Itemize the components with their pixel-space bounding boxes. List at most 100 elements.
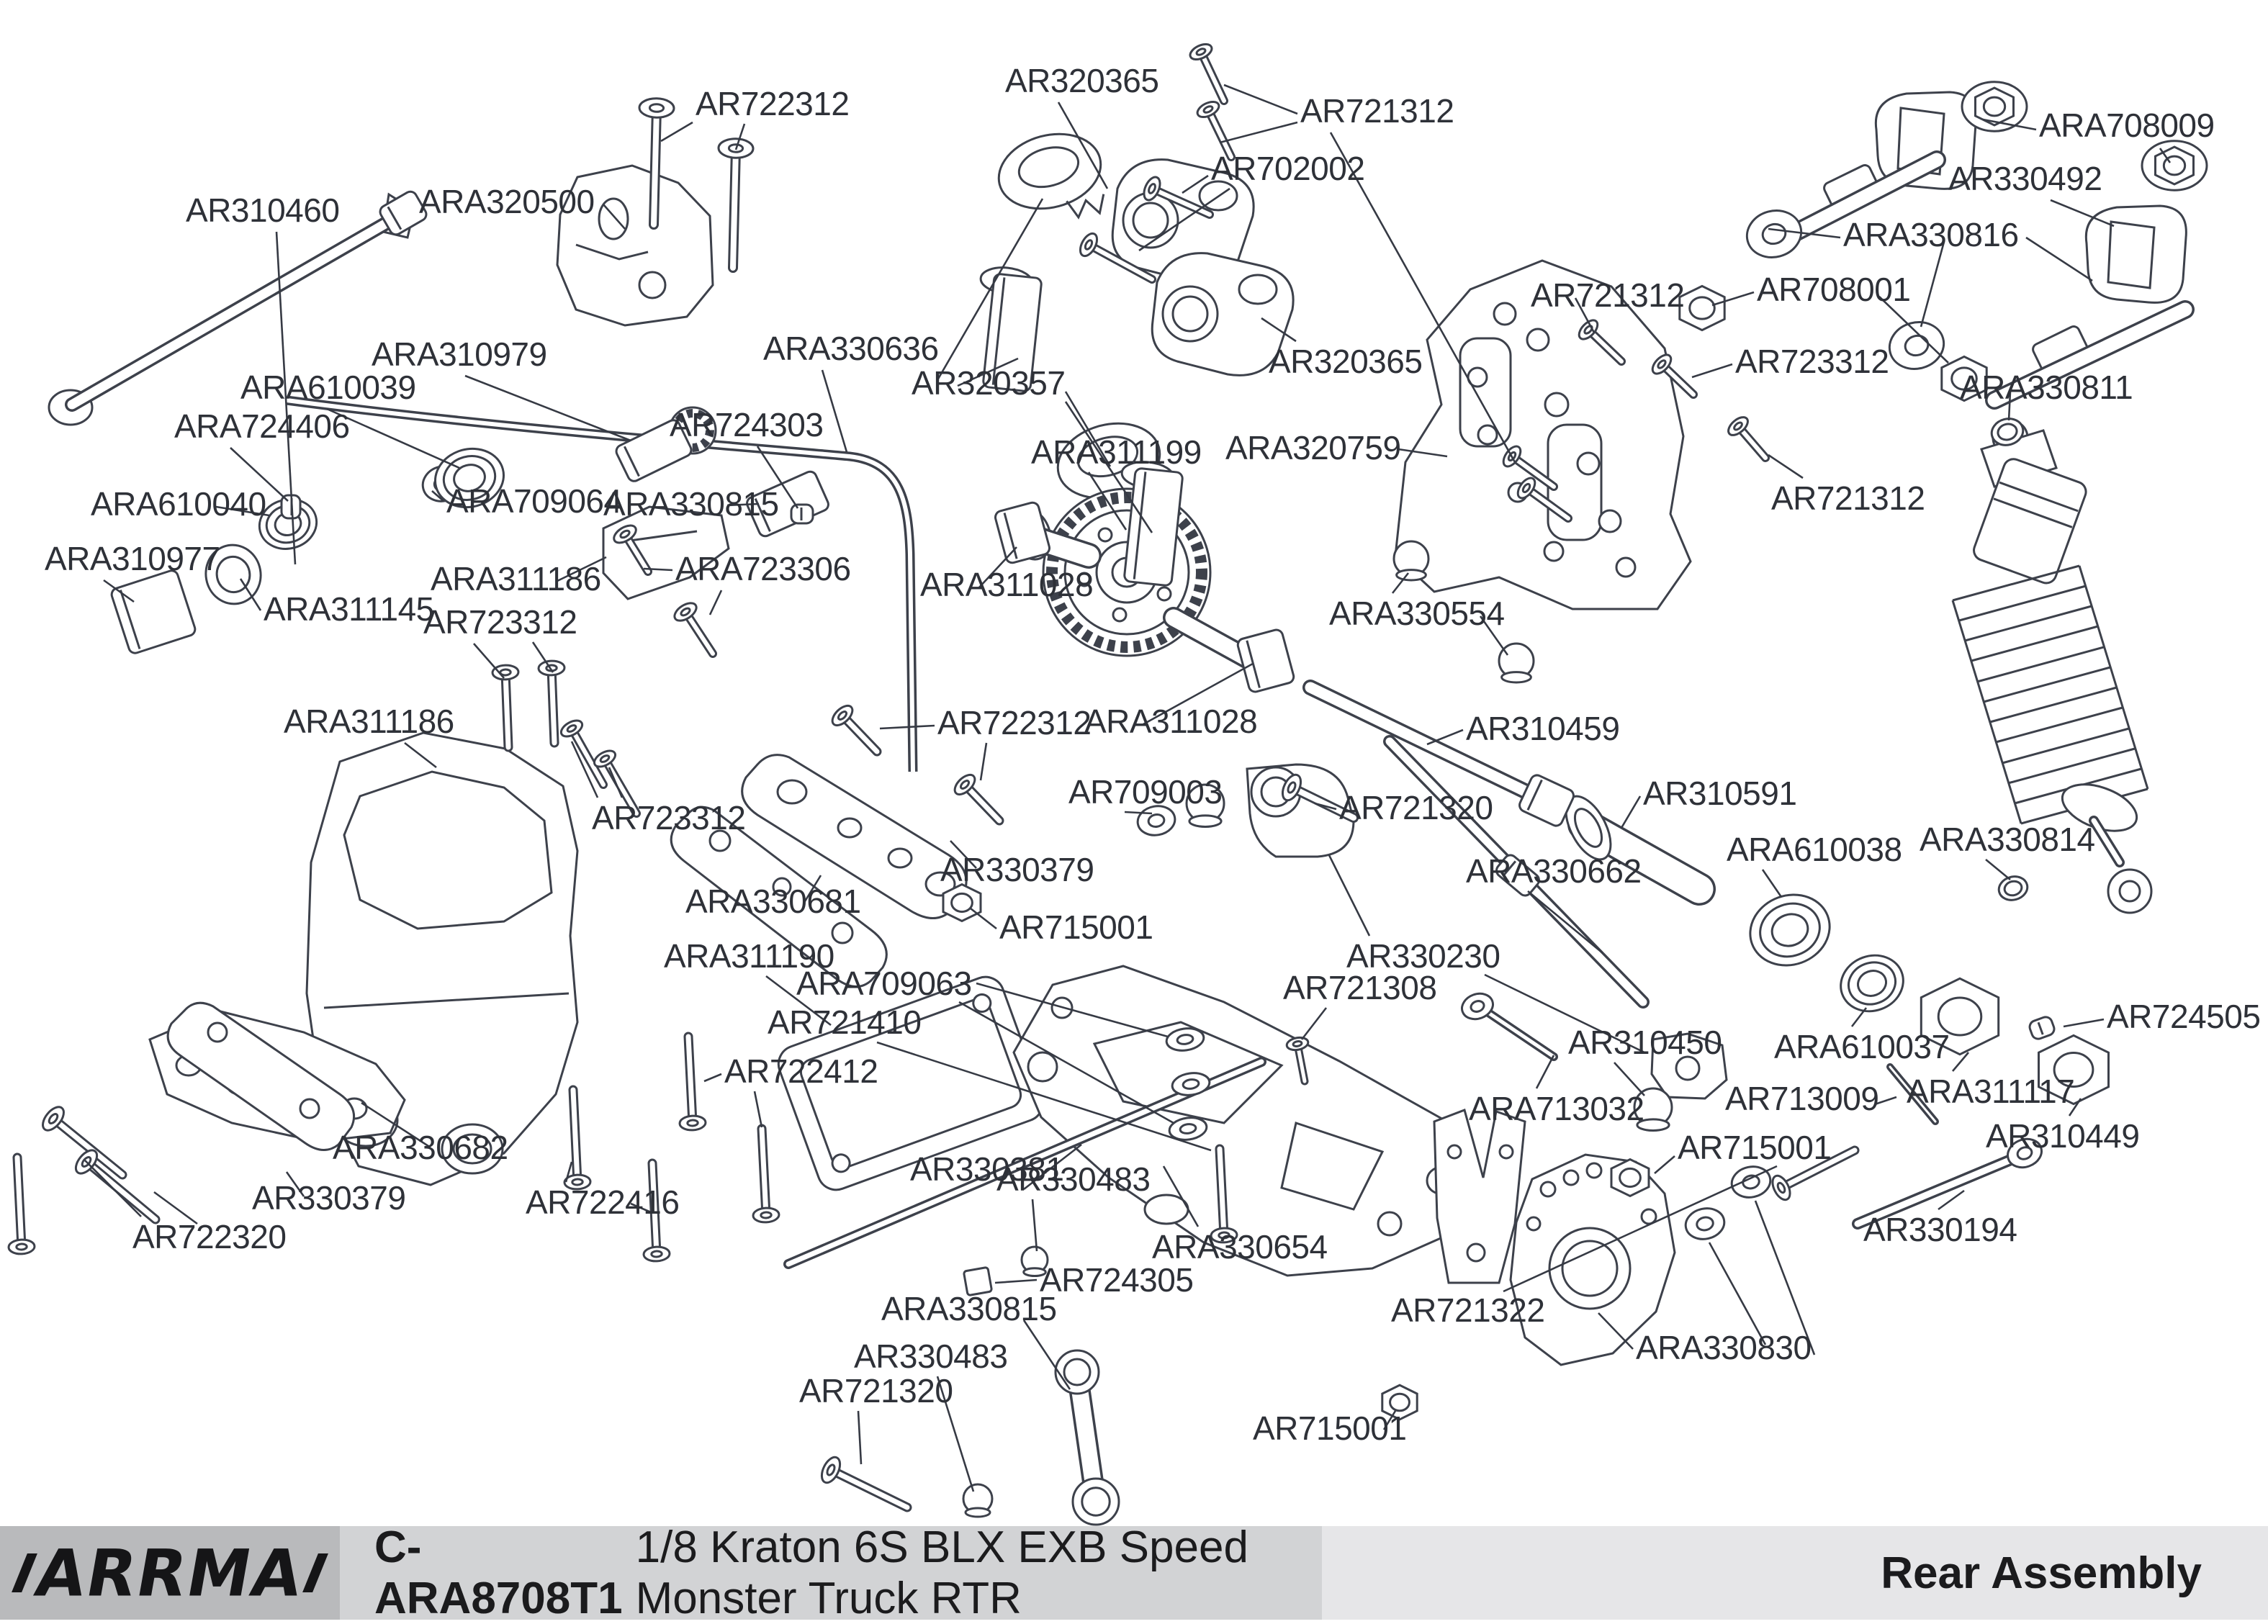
- part-label-ar320357-18: AR320357: [912, 364, 1066, 402]
- leader-line: [804, 875, 822, 902]
- part-label-ar721312-75: AR721312: [1771, 479, 1925, 517]
- leader-line: [1920, 241, 1945, 328]
- part-label-ar724305-66: AR724305: [1040, 1261, 1194, 1299]
- leader-line: [608, 767, 624, 798]
- leader-line: [958, 1001, 1174, 1124]
- leader-line: [936, 198, 1044, 381]
- leader-line: [1938, 1189, 1965, 1211]
- leader-line: [103, 579, 135, 603]
- leader-line: [936, 1376, 975, 1492]
- sway-bar-sketch: [286, 395, 918, 772]
- pivot-block-sketch: [741, 754, 968, 919]
- leader-line: [1598, 1312, 1634, 1350]
- leader-line: [1057, 102, 1109, 189]
- leader-line: [215, 505, 270, 517]
- footer-product-name: 1/8 Kraton 6S BLX EXB Speed Monster Truc…: [635, 1522, 1248, 1623]
- leader-line: [1426, 728, 1464, 746]
- leader-line: [1182, 174, 1209, 194]
- leader-line: [404, 741, 437, 769]
- leader-line: [464, 374, 631, 442]
- part-label-ara320759-21: ARA320759: [1225, 429, 1401, 466]
- leader-line: [1398, 448, 1448, 458]
- part-label-ar310459-35: AR310459: [1466, 710, 1620, 747]
- part-label-ar721312-10: AR721312: [1531, 276, 1685, 314]
- leader-line: [326, 407, 460, 469]
- leader-line: [957, 357, 1019, 387]
- part-label-ar721308-49: AR721308: [1283, 969, 1437, 1006]
- part-label-ar310460-1: AR310460: [186, 191, 340, 229]
- footer-section-label: Rear Assembly: [1881, 1548, 2202, 1598]
- leader-line: [2025, 236, 2093, 282]
- part-label-ar715001-45: AR715001: [999, 908, 1153, 946]
- part-label-ar722312-0: AR722312: [696, 85, 850, 122]
- part-label-ar709003-36: AR709003: [1068, 773, 1223, 811]
- leader-line: [857, 1410, 863, 1465]
- part-label-ar330381-62: AR330381: [910, 1150, 1064, 1188]
- leader-line: [2159, 148, 2172, 163]
- leader-line: [1982, 118, 2037, 131]
- part-label-ar310450-53: AR310450: [1568, 1024, 1722, 1061]
- leader-line: [1768, 227, 1841, 239]
- part-label-ara713032-56: ARA713032: [1469, 1090, 1644, 1127]
- part-label-ara330654-64: ARA330654: [1152, 1228, 1328, 1266]
- leader-line: [275, 231, 297, 565]
- leader-line: [734, 123, 746, 150]
- leader-line: [1985, 858, 2011, 881]
- leader-line: [821, 369, 848, 453]
- leader-line: [970, 907, 997, 930]
- part-label-ara311028-34: ARA311028: [1084, 703, 1258, 740]
- part-label-ar713009-57: AR713009: [1725, 1080, 1879, 1117]
- leader-line: [1064, 391, 1112, 467]
- part-label-ar330483-69: AR330483: [854, 1337, 1008, 1375]
- leader-line: [1087, 472, 1128, 531]
- leader-line: [660, 121, 693, 143]
- leader-line: [1484, 973, 1645, 1054]
- part-label-ara709064-23: ARA709064: [446, 482, 622, 520]
- leader-line: [1620, 795, 1642, 829]
- rocker-sketch: [1111, 158, 1295, 376]
- part-label-ar723312-41: AR723312: [592, 799, 746, 836]
- part-label-ar722416-61: AR722416: [526, 1183, 680, 1221]
- leader-line: [1329, 132, 1516, 463]
- part-label-ar721320-74: AR721320: [799, 1372, 953, 1409]
- logo-mark-right: [302, 1553, 328, 1592]
- part-label-ara330682-59: ARA330682: [333, 1129, 508, 1166]
- leader-line: [2063, 1018, 2105, 1028]
- part-label-ara310979-13: ARA310979: [372, 335, 547, 373]
- part-label-ara330815-68: ARA330815: [881, 1290, 1057, 1327]
- leader-line: [431, 490, 444, 502]
- part-label-ara311199-19: ARA311199: [1031, 433, 1202, 471]
- part-label-ara320500-2: ARA320500: [419, 183, 595, 220]
- part-label-ara311190-47: ARA311190: [664, 937, 834, 975]
- leader-line: [1124, 811, 1153, 815]
- footer-bar: ARRMA C-ARA8708T1 1/8 Kraton 6S BLX EXB …: [0, 1522, 2268, 1623]
- part-label-ara330636-16: ARA330636: [763, 330, 939, 367]
- leader-line: [1382, 1410, 1397, 1430]
- part-label-ar723312-11: AR723312: [1735, 343, 1889, 380]
- part-label-ara724406-15: ARA724406: [174, 407, 350, 445]
- leader-line: [1223, 84, 1298, 115]
- leader-line: [1952, 1052, 1969, 1072]
- part-label-ar724303-17: AR724303: [670, 406, 824, 443]
- leader-line: [994, 1278, 1038, 1284]
- leader-line: [1503, 1165, 1778, 1293]
- part-label-ar320365-3: AR320365: [1005, 62, 1159, 99]
- part-label-ar721320-37: AR721320: [1339, 789, 1493, 826]
- part-label-ar330194-70: AR330194: [1863, 1211, 2017, 1248]
- part-label-ara330554-31: ARA330554: [1329, 595, 1505, 632]
- leader-line: [1219, 121, 1298, 144]
- part-label-ar320365-20: AR320365: [1269, 343, 1423, 380]
- hinge-pin-brace-sketch: [670, 806, 888, 988]
- part-label-ara330811-12: ARA330811: [1960, 369, 2133, 406]
- leader-line: [630, 1202, 652, 1214]
- part-label-ara330815-24: ARA330815: [603, 485, 779, 523]
- leader-line: [879, 724, 935, 730]
- part-label-ara330814-40: ARA330814: [1920, 821, 2095, 858]
- leader-line: [2050, 199, 2115, 227]
- leader-line: [1261, 317, 1297, 343]
- leader-line: [1691, 363, 1733, 379]
- exploded-diagram: [7, 43, 2208, 1526]
- footer-section: Rear Assembly: [1322, 1526, 2268, 1620]
- part-label-ar724505-52: AR724505: [2107, 998, 2261, 1035]
- leader-line: [1754, 1200, 1816, 1355]
